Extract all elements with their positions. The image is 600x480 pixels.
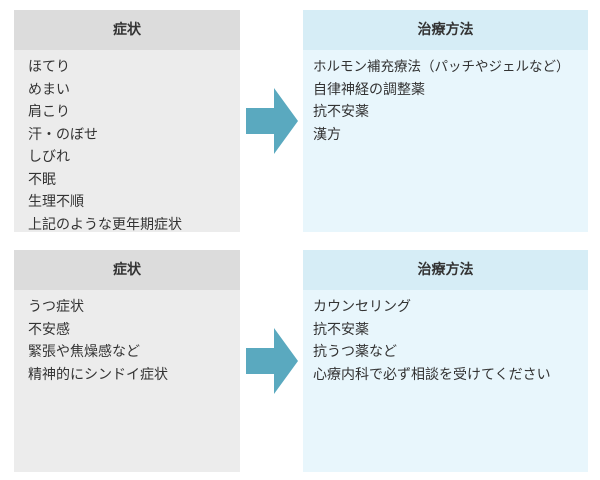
symptoms-header: 症状: [14, 250, 240, 290]
list-item: ほてり: [28, 59, 70, 75]
list-item: 漢方: [313, 126, 341, 143]
list-item: 緊張や焦燥感など: [28, 344, 140, 360]
treatments-header: 治療方法: [303, 250, 588, 290]
list-item: 不安感: [28, 321, 70, 338]
right-arrow-icon: [246, 328, 298, 394]
symptoms-list: うつ症状 不安感 緊張や焦燥感など 精神的にシンドイ症状: [14, 290, 240, 472]
list-item: ホルモン補充療法（パッチやジェルなど）: [313, 59, 570, 75]
list-item: 上記のような更年期症状: [28, 216, 182, 233]
treatments-list: カウンセリング 抗不安薬 抗うつ薬など 心療内科で必ず相談を受けてください: [303, 290, 588, 472]
list-item: うつ症状: [28, 299, 84, 315]
list-item: 抗不安薬: [313, 104, 369, 120]
treatments-box-2: 治療方法 カウンセリング 抗不安薬 抗うつ薬など 心療内科で必ず相談を受けてくだ…: [303, 250, 588, 472]
treatments-list: ホルモン補充療法（パッチやジェルなど） 自律神経の調整薬 抗不安薬 漢方: [303, 50, 588, 232]
list-item: 自律神経の調整薬: [313, 81, 425, 98]
list-item: 肩こり: [28, 104, 70, 120]
treatments-header: 治療方法: [303, 10, 588, 50]
list-item: 不眠: [28, 171, 56, 188]
list-item: 抗うつ薬など: [313, 344, 397, 360]
list-item: 精神的にシンドイ症状: [28, 366, 168, 383]
list-item: しびれ: [28, 149, 70, 165]
list-item: めまい: [28, 81, 70, 98]
treatments-box-1: 治療方法 ホルモン補充療法（パッチやジェルなど） 自律神経の調整薬 抗不安薬 漢…: [303, 10, 588, 232]
list-item: 生理不順: [28, 194, 84, 210]
list-item: 心療内科で必ず相談を受けてください: [313, 366, 551, 383]
symptoms-box-1: 症状 ほてり めまい 肩こり 汗・のぼせ しびれ 不眠 生理不順 上記のような更…: [14, 10, 240, 233]
list-item: カウンセリング: [313, 299, 411, 315]
right-arrow-icon: [246, 88, 298, 154]
symptoms-box-2: 症状 うつ症状 不安感 緊張や焦燥感など 精神的にシンドイ症状: [14, 250, 240, 472]
list-item: 汗・のぼせ: [28, 126, 98, 143]
symptoms-header: 症状: [14, 10, 240, 50]
list-item: 抗不安薬: [313, 321, 369, 338]
symptoms-list: ほてり めまい 肩こり 汗・のぼせ しびれ 不眠 生理不順 上記のような更年期症…: [14, 50, 240, 233]
